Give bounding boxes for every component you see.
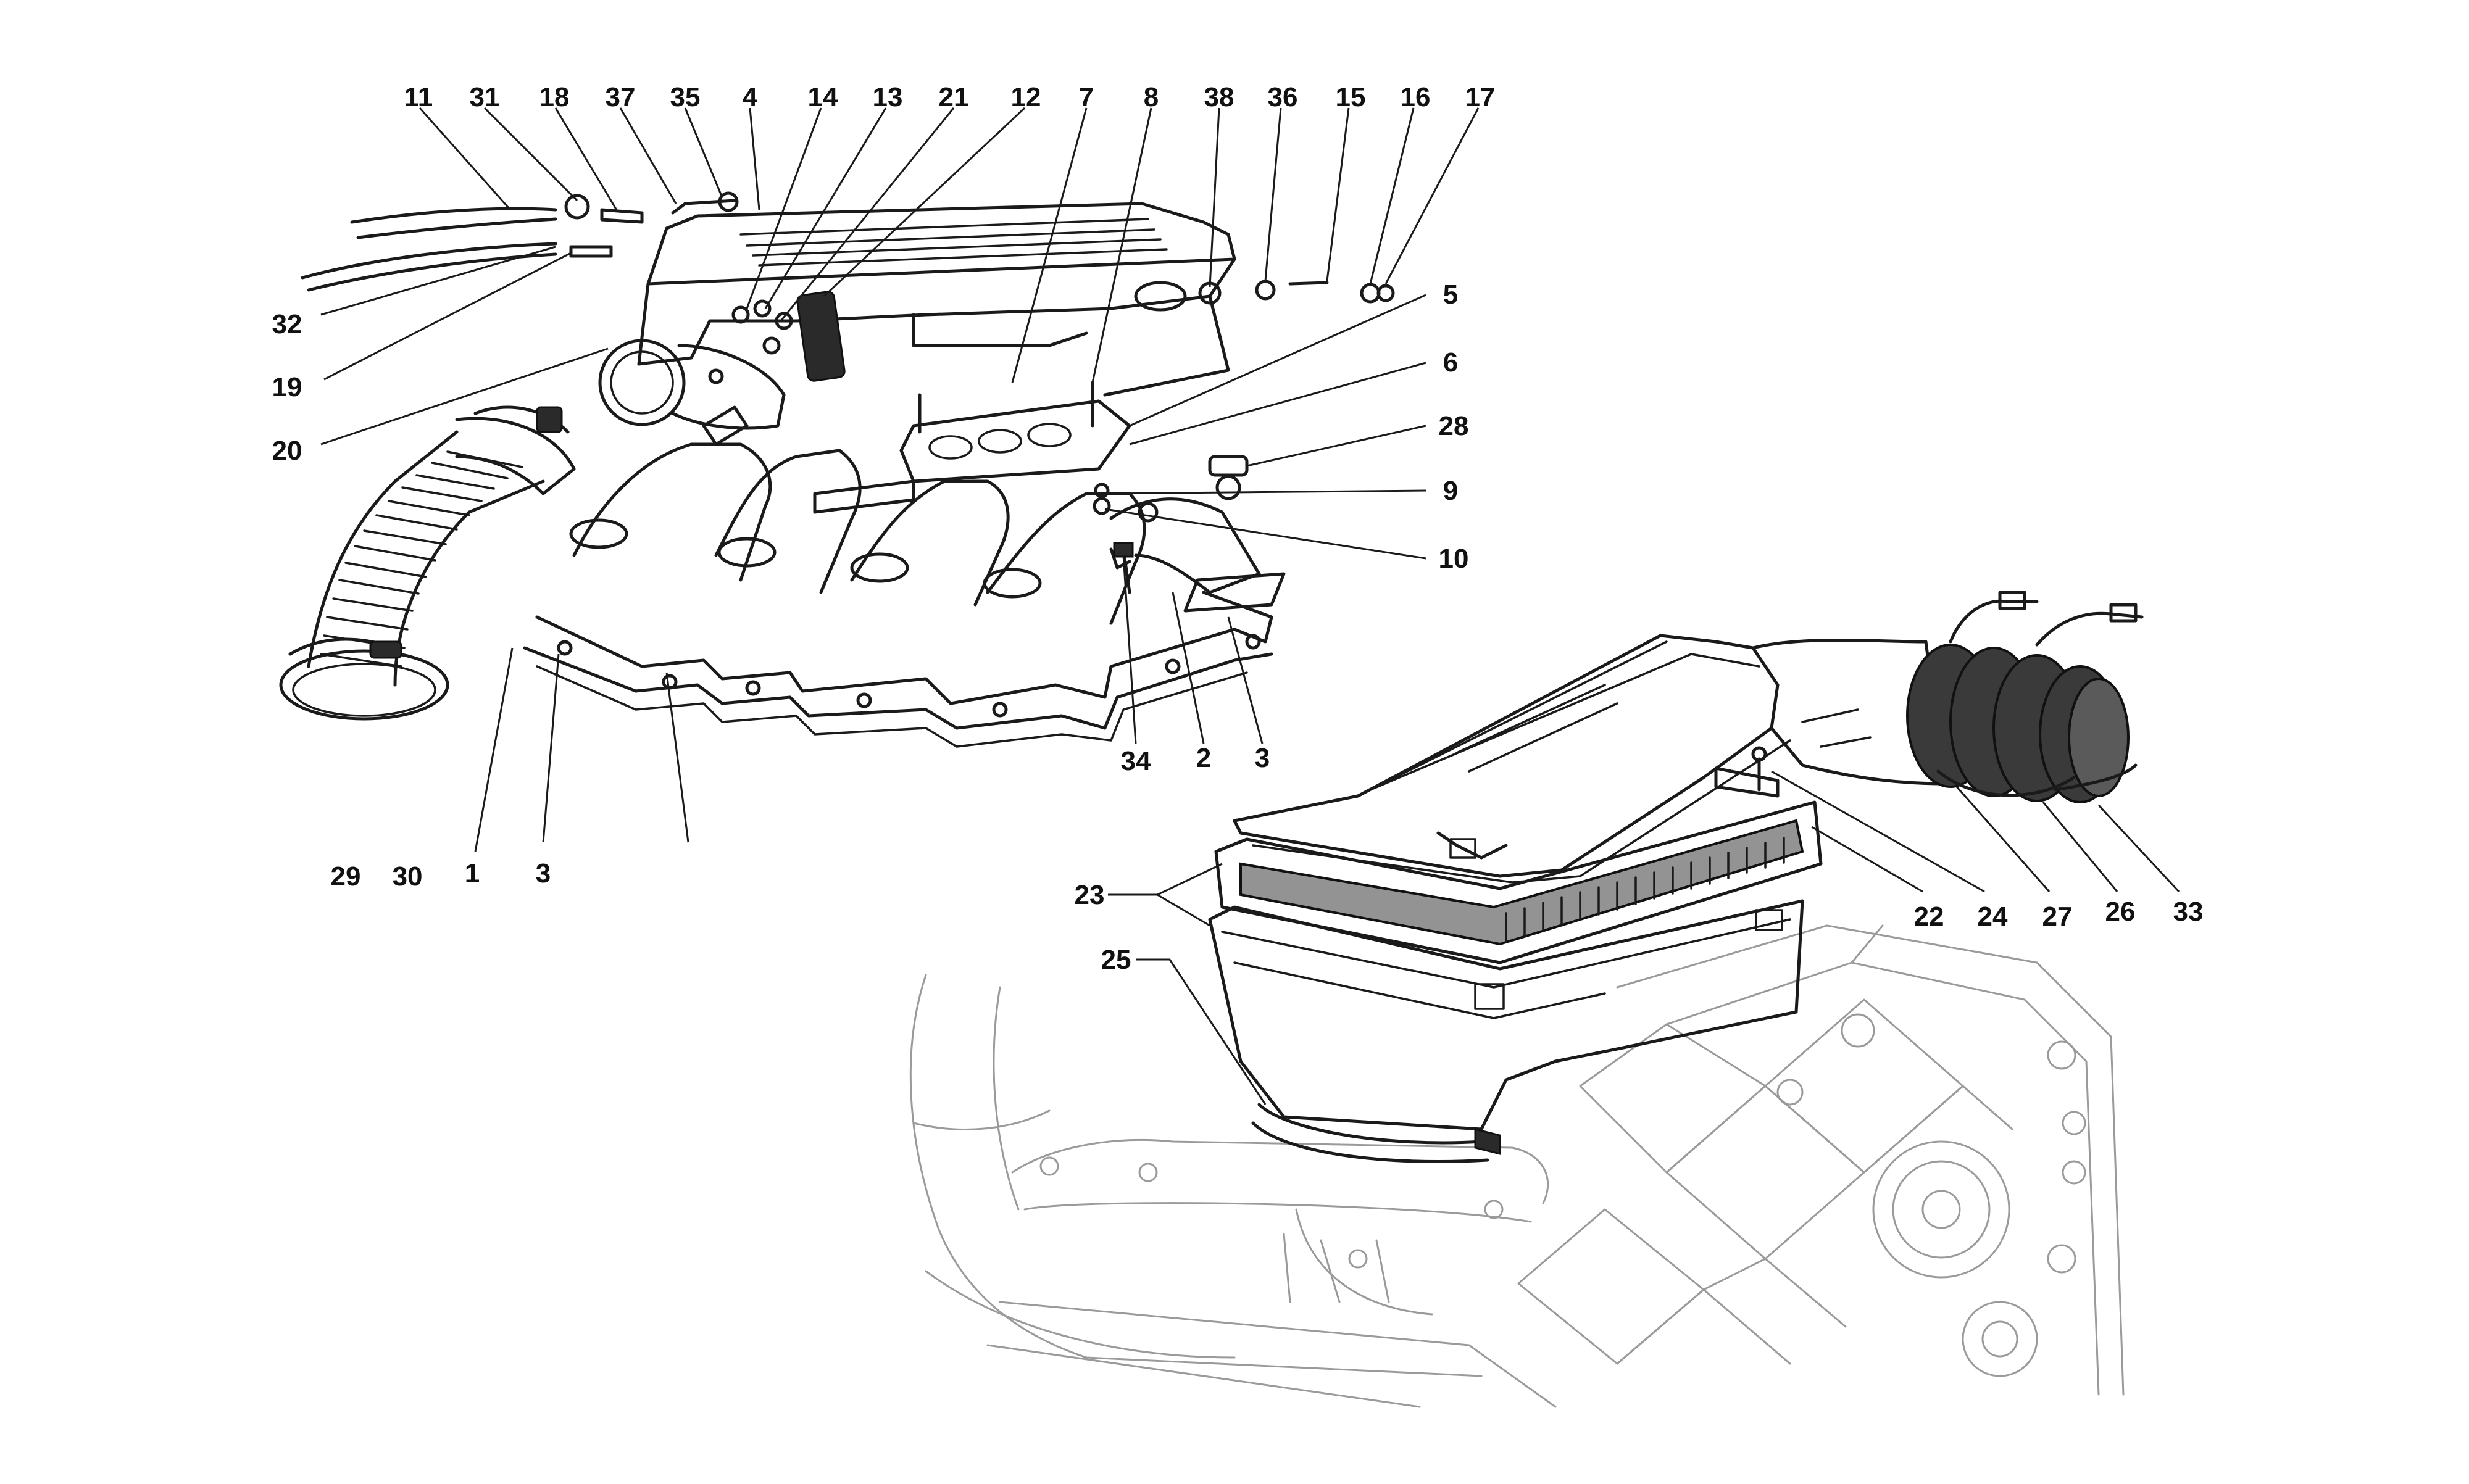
callout-25: 25 [1101, 945, 1131, 975]
callout-4: 4 [743, 82, 758, 112]
callout-26: 26 [2105, 897, 2136, 927]
callout-21: 21 [939, 82, 969, 112]
callout-33: 33 [2173, 897, 2204, 927]
callout-29: 29 [331, 861, 361, 892]
callout-27: 27 [2042, 902, 2073, 932]
callout-31: 31 [470, 82, 500, 112]
callout-9: 9 [1443, 476, 1458, 506]
callout-8: 8 [1144, 82, 1159, 112]
callout-22: 22 [1914, 902, 1944, 932]
filter-pleats [1505, 837, 1785, 942]
duct-corrugations [320, 450, 523, 668]
callout-17: 17 [1465, 82, 1496, 112]
intake-duct-hose [279, 405, 576, 721]
callout-19: 19 [272, 372, 302, 402]
leader-lines [320, 107, 2180, 1105]
callout-5: 5 [1443, 280, 1458, 310]
callout-35: 35 [670, 82, 701, 112]
callout-10: 10 [1439, 544, 1469, 574]
callout-3b: 3 [536, 858, 551, 889]
callout-3a: 3 [1255, 743, 1270, 773]
callout-15: 15 [1336, 82, 1366, 112]
callout-37: 37 [606, 82, 636, 112]
callout-34: 34 [1121, 746, 1151, 776]
air-filter-housing [1208, 591, 2144, 1163]
engine-block-outline [909, 924, 2125, 1408]
callout-16: 16 [1401, 82, 1431, 112]
callout-11: 11 [404, 82, 433, 112]
intake-bellows [1906, 644, 2130, 803]
callout-24: 24 [1978, 902, 2008, 932]
callout-18: 18 [539, 82, 570, 112]
callout-12: 12 [1011, 82, 1041, 112]
callout-7: 7 [1079, 82, 1094, 112]
callout-23: 23 [1075, 880, 1105, 910]
callout-38: 38 [1204, 82, 1234, 112]
callout-2: 2 [1196, 743, 1211, 773]
callout-1: 1 [465, 858, 480, 889]
callout-20: 20 [272, 436, 302, 466]
callout-32: 32 [272, 309, 302, 339]
intake-plenum [301, 191, 1395, 748]
callout-28: 28 [1439, 411, 1469, 441]
callout-14: 14 [808, 82, 838, 112]
callout-30: 30 [393, 861, 423, 892]
callout-36: 36 [1268, 82, 1298, 112]
callout-13: 13 [873, 82, 903, 112]
callout-6: 6 [1443, 347, 1458, 378]
callout-labels: 11 31 18 37 35 4 14 13 21 12 7 8 38 36 1… [272, 82, 2204, 975]
